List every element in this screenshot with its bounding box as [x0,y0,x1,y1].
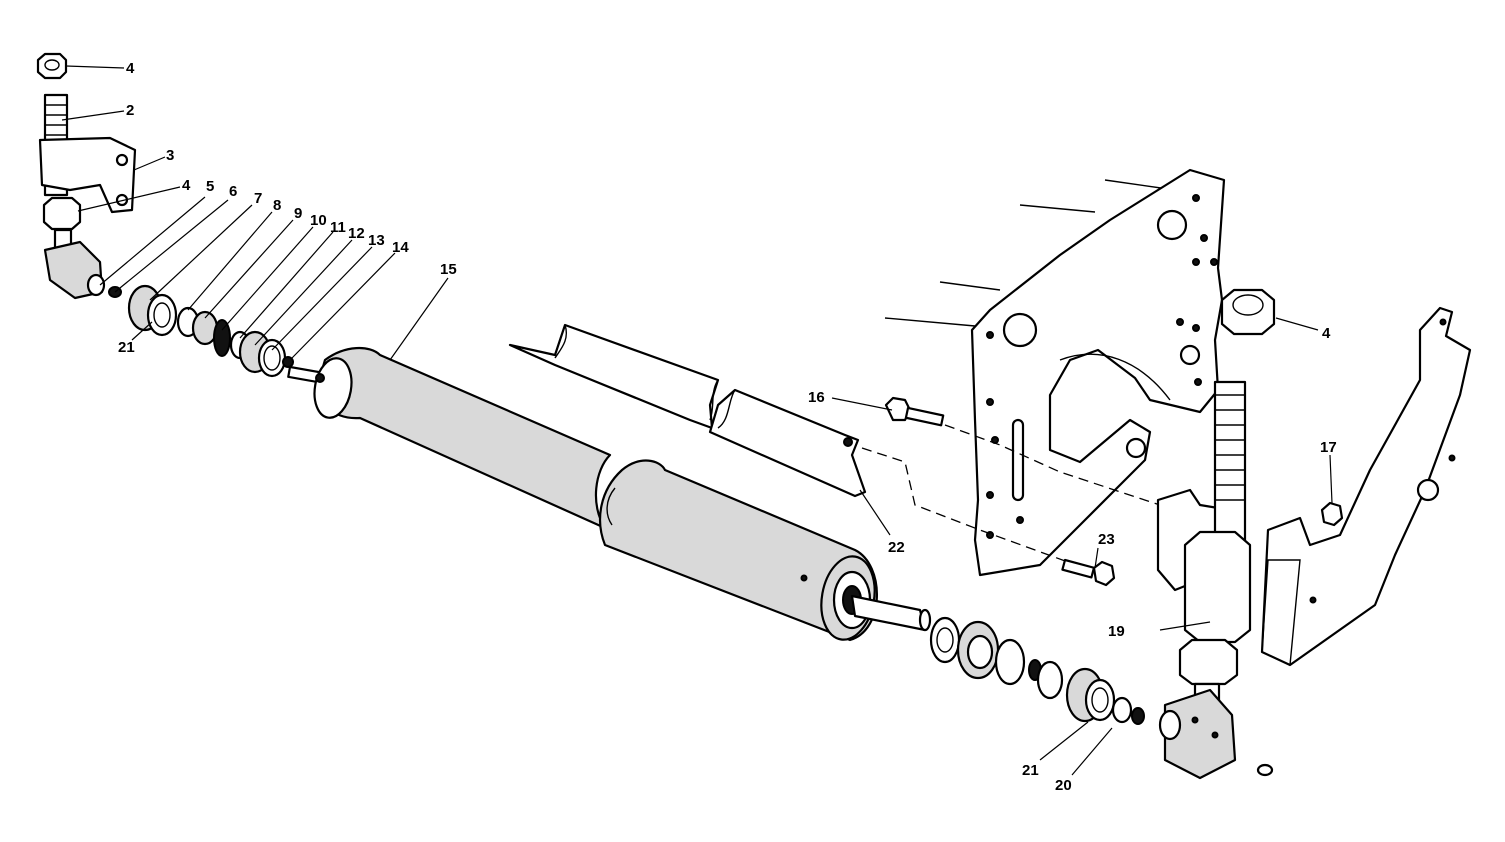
callout-23: 23 [1098,531,1115,548]
callout-20: 20 [1055,777,1072,794]
callout-10: 10 [310,212,327,229]
callout-21: 21 [1022,762,1039,779]
leader-lines [61,65,1333,776]
callout-8: 8 [273,197,281,214]
bolt-16 [884,396,945,427]
assembly-lines [861,424,1161,571]
callout-16: 16 [808,389,825,406]
callout-4: 4 [1322,325,1331,342]
left-adjuster-assembly [36,52,137,300]
callout-22: 22 [888,539,905,556]
nut-4-right [1220,288,1276,336]
roller-tube [313,346,878,642]
callout-15: 15 [440,261,457,278]
right-bracket [1260,306,1472,667]
nut-17 [1320,501,1344,527]
shield-22 [508,323,867,498]
right-bearing-stack [929,616,1145,725]
callout-4: 4 [126,60,135,77]
bolt-23 [1061,558,1116,587]
callout-19: 19 [1108,623,1125,640]
callout-7: 7 [254,190,262,207]
callout-4: 4 [182,177,191,194]
callout-14: 14 [392,239,409,256]
callout-5: 5 [206,178,214,195]
callout-12: 12 [348,225,365,242]
callout-11: 11 [330,219,346,236]
roller-shaft-right [850,594,932,632]
callout-9: 9 [294,205,302,222]
plate-holes [986,194,1218,539]
callout-labels: 4 2 3 4 5 6 7 8 9 10 11 12 13 14 15 21 4… [118,60,1337,794]
right-adjuster-assembly [1156,380,1274,780]
side-plate [884,168,1226,577]
callout-6: 6 [229,183,237,200]
callout-17: 17 [1320,439,1337,456]
callout-13: 13 [368,232,385,249]
left-bearing-stack [108,284,294,378]
callout-2: 2 [126,102,134,119]
callout-3: 3 [166,147,174,164]
callout-21: 21 [118,339,135,356]
